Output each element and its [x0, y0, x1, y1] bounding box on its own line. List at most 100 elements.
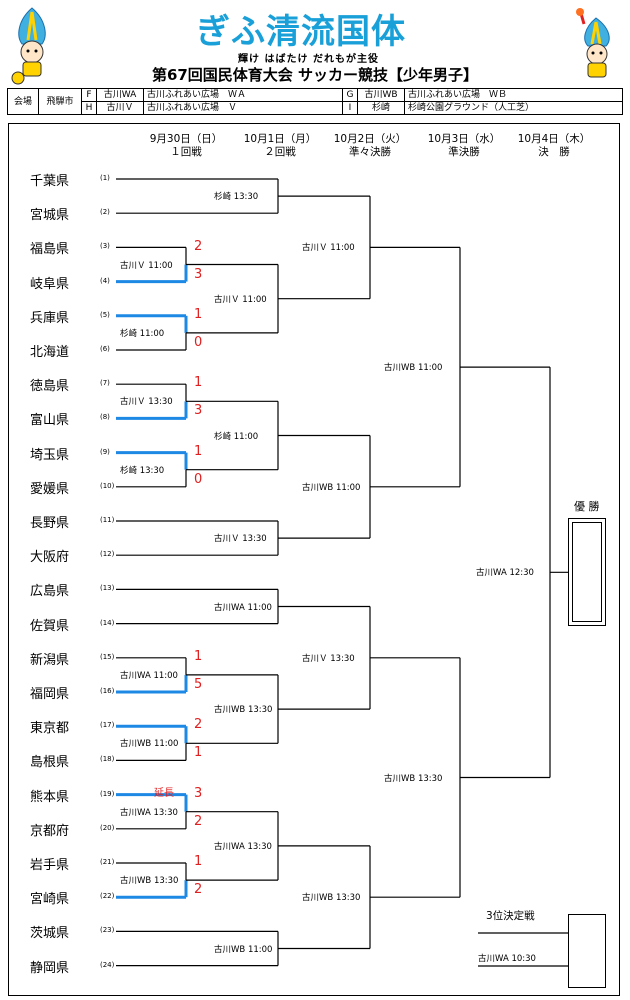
seed-number: (18) [100, 755, 115, 764]
match-label: 杉崎 11:00 [120, 328, 165, 339]
team-name: 北海道 [30, 345, 70, 360]
team-name: 徳島県 [30, 379, 70, 395]
venue-row: H 古川Ｖ 古川ふれあい広場 Ｖ I 杉崎 杉崎公園グラウンド（人工芝） [8, 101, 623, 115]
venue-row: 会場 飛騨市 F 古川WA 古川ふれあい広場 ＷＡ G 古川WB 古川ふれあい広… [7, 88, 623, 115]
match-label: 杉崎 13:30 [214, 192, 259, 203]
seed-number: (23) [100, 926, 115, 935]
seed-number: (8) [100, 413, 110, 422]
venue-short: 古川Ｖ [96, 101, 144, 115]
seed-number: (21) [100, 858, 115, 866]
seed-number: (20) [100, 823, 115, 832]
match-label: 古川WB 13:30 [384, 773, 443, 784]
score-top: 1 [194, 375, 203, 391]
team-name: 京都府 [30, 823, 70, 839]
seed-number: (12) [100, 550, 115, 559]
match-label: 杉崎 11:00 [214, 431, 259, 442]
seed-number: (5) [100, 310, 110, 319]
seed-number: (9) [100, 447, 110, 456]
team-name: 茨城県 [30, 926, 70, 942]
team-name: 千葉県 [30, 174, 70, 189]
match-label: 古川WB 11:00 [302, 482, 361, 493]
seed-number: (14) [100, 618, 115, 627]
match-label: 古川WB 11:00 [384, 363, 443, 374]
match-label: 古川WA 11:00 [120, 670, 178, 681]
mascot-right-image [570, 6, 618, 86]
round-name: １回戦 [170, 146, 202, 158]
round-header: 10月4日（木）決 勝 [514, 133, 594, 159]
team-name: 岐阜県 [30, 276, 70, 292]
match-label: 古川Ｖ 13:30 [120, 397, 173, 408]
score-top: 3 [194, 785, 203, 801]
team-name: 富山県 [30, 413, 70, 429]
team-name: 佐賀県 [30, 618, 70, 634]
team-name: 福岡県 [30, 687, 70, 702]
match-label: 古川WB 11:00 [120, 739, 179, 750]
venue-table: 会場 飛騨市 F 古川WA 古川ふれあい広場 ＷＡ G 古川WB 古川ふれあい広… [7, 88, 623, 115]
score-top: 2 [194, 717, 203, 733]
round-header: 9月30日（日）１回戦 [146, 133, 226, 159]
team-name: 新潟県 [30, 652, 70, 668]
seed-number: (6) [100, 345, 110, 353]
round-date: 9月30日（日） [149, 133, 223, 145]
match-label: 古川WA 11:00 [214, 602, 272, 613]
seed-number: (2) [100, 208, 110, 217]
seed-number: (7) [100, 379, 110, 388]
team-name: 島根県 [30, 755, 70, 771]
match-label: 古川Ｖ 13:30 [302, 653, 355, 664]
seed-number: (13) [100, 584, 115, 593]
score-top: 2 [194, 238, 203, 254]
match-label: 古川WB 13:30 [302, 893, 361, 904]
event-logo: ぎふ清流国体 [196, 12, 406, 52]
score-top: 1 [194, 443, 203, 459]
match-label: 古川Ｖ 13:30 [214, 534, 267, 545]
team-name: 宮城県 [30, 208, 70, 224]
score-bottom: 0 [194, 334, 203, 350]
third-place-title: 3位決定戦 [486, 910, 535, 922]
page-title: 第67回国民体育大会 サッカー競技【少年男子】 [151, 66, 479, 84]
event-slogan: 輝け はばたけ だれもが主役 [238, 54, 379, 65]
team-name: 静岡県 [30, 960, 70, 976]
seed-number: (1) [100, 174, 110, 182]
match-label: 古川Ｖ 11:00 [120, 260, 173, 271]
round-date: 10月4日（木） [517, 133, 591, 145]
seed-number: (11) [100, 516, 115, 524]
round-name: 準決勝 [448, 146, 480, 158]
score-bottom: 0 [194, 471, 203, 487]
round-date: 10月2日（火） [333, 133, 407, 145]
match-label: 古川WB 11:00 [214, 944, 273, 955]
team-name: 長野県 [30, 516, 70, 531]
score-top: 1 [194, 648, 203, 664]
score-bottom: 1 [194, 745, 203, 761]
round-name: 決 勝 [538, 146, 570, 158]
third-place-box [568, 914, 606, 988]
score-top: 1 [194, 306, 203, 322]
team-name: 埼玉県 [30, 447, 70, 463]
round-header: 10月1日（月）２回戦 [240, 133, 320, 159]
match-label: 古川WB 13:30 [214, 705, 273, 716]
bracket-frame [8, 123, 620, 996]
score-top: 1 [194, 854, 203, 870]
round-name: 準々決勝 [349, 146, 391, 158]
round-header: 10月3日（水）準決勝 [424, 133, 504, 159]
score-bottom: 2 [194, 882, 203, 898]
champion-label: 優 勝 [574, 500, 600, 513]
match-label: 古川WA 12:30 [476, 568, 534, 579]
seed-number: (24) [100, 960, 115, 969]
team-name: 宮崎県 [30, 892, 70, 908]
round-date: 10月3日（水） [427, 133, 501, 145]
round-date: 10月1日（月） [243, 133, 317, 145]
seed-number: (16) [100, 687, 115, 695]
team-name: 熊本県 [30, 789, 70, 805]
score-bottom: 5 [194, 676, 203, 692]
team-name: 兵庫県 [30, 310, 70, 326]
score-bottom: 3 [194, 403, 203, 419]
match-label: 古川WA 13:30 [214, 841, 272, 852]
mascot-left-image [8, 6, 56, 86]
team-name: 東京都 [30, 721, 70, 737]
team-name: 岩手県 [30, 858, 70, 873]
extra-time-note: 延長 [154, 787, 174, 799]
seed-number: (3) [100, 242, 110, 251]
match-label: 古川WA 10:30 [478, 954, 536, 964]
venue-full: 杉崎公園グラウンド（人工芝） [404, 101, 623, 115]
